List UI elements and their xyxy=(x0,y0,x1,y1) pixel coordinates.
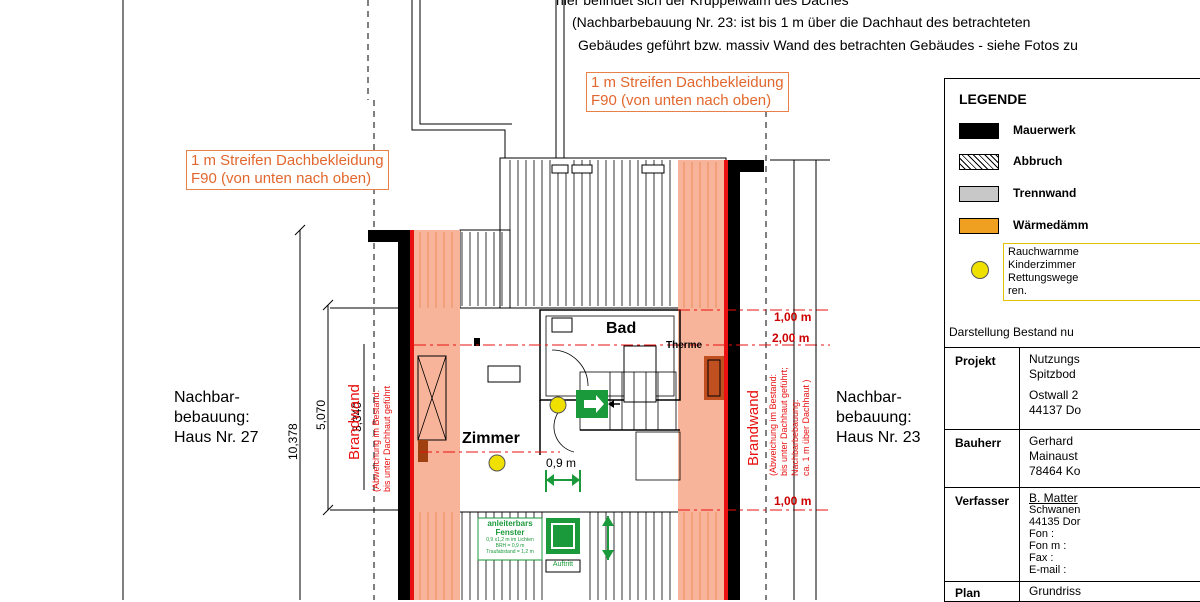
room-label-zimmer: Zimmer xyxy=(462,430,520,447)
roof-hatching-top xyxy=(461,160,671,306)
firewall-left xyxy=(410,230,414,600)
firewall-left-note: (Abweichung im Bestand: bis unter Dachha… xyxy=(371,385,392,492)
masonry-wall-left xyxy=(398,230,410,600)
title-row-bauherr: Bauherr Gerhard Mainaust 78464 Ko xyxy=(945,429,1200,488)
legend-panel: LEGENDE Mauerwerk Abbruch Trennwand Wärm… xyxy=(944,78,1200,602)
legend-swatch-abbruch xyxy=(959,154,999,170)
smoke-detector-room xyxy=(488,454,506,472)
distance-lines xyxy=(414,309,830,511)
firewall-left-title: Brandwand xyxy=(346,384,363,460)
callout-dachbekleidung-left: 1 m Streifen Dachbekleidung F90 (von unt… xyxy=(186,150,389,190)
legend-title: LEGENDE xyxy=(959,91,1027,107)
dim-mid-height: 5,070 xyxy=(314,399,328,430)
room-label-bad: Bad xyxy=(606,320,637,337)
smoke-detector-legend-icon xyxy=(971,261,989,279)
dim-1m-top: 1,00 m xyxy=(774,310,812,324)
title-row-verfasser: Verfasser B. Matter Schwanen 44135 Dor F… xyxy=(945,487,1200,582)
construction-lines xyxy=(367,0,767,600)
therme-label: Therme xyxy=(666,340,703,351)
top-note-2: (Nachbarbebauung Nr. 23: ist bis 1 m übe… xyxy=(572,14,1031,30)
dimension-lines xyxy=(294,159,830,600)
legend-label-abbruch: Abbruch xyxy=(1013,154,1063,168)
window-note: anleiterbars Fenster 0,9 x1,2 m im Licht… xyxy=(486,519,534,555)
title-row-projekt: Projekt Nutzungs Spitzbod Ostwall 2 4413… xyxy=(945,347,1200,430)
masonry-wall-right xyxy=(728,160,740,600)
legend-label-mauerwerk: Mauerwerk xyxy=(1013,123,1076,137)
neighbor-left-label: Nachbar- bebauung: Haus Nr. 27 xyxy=(174,389,259,446)
fire-strip-left xyxy=(414,230,460,600)
neighbor-right-label: Nachbar- bebauung: Haus Nr. 23 xyxy=(836,389,921,446)
smoke-detector-hall xyxy=(549,396,567,414)
legend-label-trennwand: Trennwand xyxy=(1013,186,1077,200)
legend-label-waermedaemmung: Wärmedämm xyxy=(1013,218,1089,232)
legend-swatch-mauerwerk xyxy=(959,123,999,139)
firewall-right-title: Brandwand xyxy=(745,390,762,466)
legend-swatch-waermedaemmung xyxy=(959,218,999,234)
top-note-3: Gebäudes geführt bzw. massiv Wand des be… xyxy=(578,37,1078,53)
firewall-right xyxy=(724,160,728,600)
legend-swatch-trennwand xyxy=(959,186,999,202)
legend-smoke-note: Rauchwarnme Kinderzimmer Rettungswege re… xyxy=(1003,243,1200,301)
dim-width-09: 0,9 m xyxy=(546,456,577,470)
top-note-1: hier befindet sich der Krüppelwalm des D… xyxy=(556,0,849,8)
step-label: Auftritt xyxy=(552,561,574,568)
dim-2m: 2,00 m xyxy=(772,331,810,345)
staircase xyxy=(551,349,677,453)
firewall-right-note: (Abweichung im Bestand: bis unter Dachha… xyxy=(768,367,811,476)
dim-1m-bottom: 1,00 m xyxy=(774,494,812,508)
title-row-plan: Plan Grundriss xyxy=(945,581,1200,601)
legend-representation: Darstellung Bestand nu xyxy=(949,325,1074,339)
callout-dachbekleidung-right: 1 m Streifen Dachbekleidung F90 (von unt… xyxy=(586,72,789,112)
dim-total-height: 10,378 xyxy=(286,423,300,460)
